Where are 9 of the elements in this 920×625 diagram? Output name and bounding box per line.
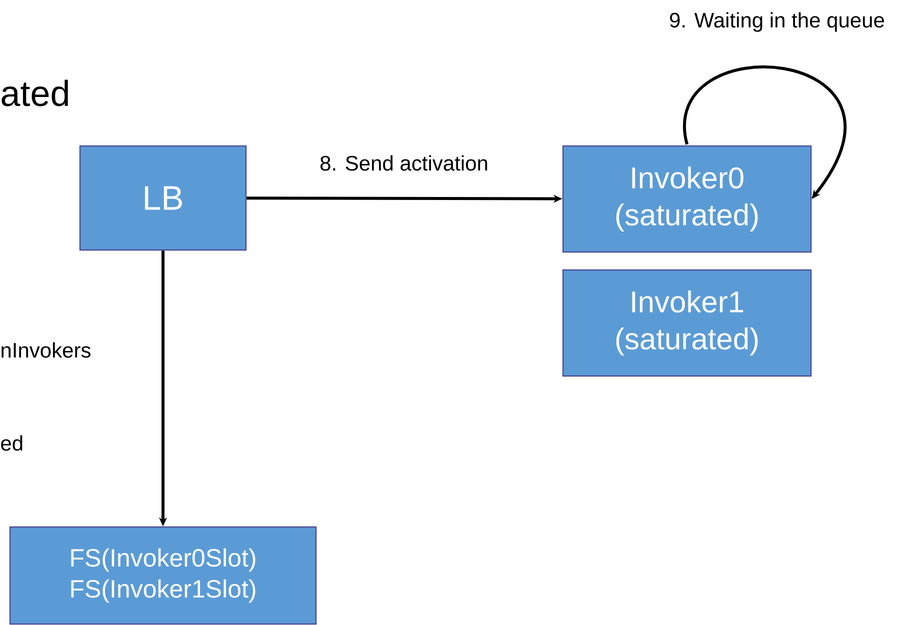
- process-box: Invoker1 (saturated): [562, 269, 812, 377]
- side-note: nInvokers: [2, 342, 90, 358]
- process-box: Invoker0 (saturated): [562, 145, 812, 253]
- process-box: FS(Invoker0Slot) FS(Invoker1Slot): [9, 526, 317, 625]
- process-box: LB: [79, 145, 247, 251]
- side-note: ed: [1, 435, 22, 451]
- edge-label: 8. Send activation: [320, 155, 488, 171]
- edge-label: 9. Waiting in the queue: [670, 12, 884, 32]
- side-note: ated: [2, 80, 68, 106]
